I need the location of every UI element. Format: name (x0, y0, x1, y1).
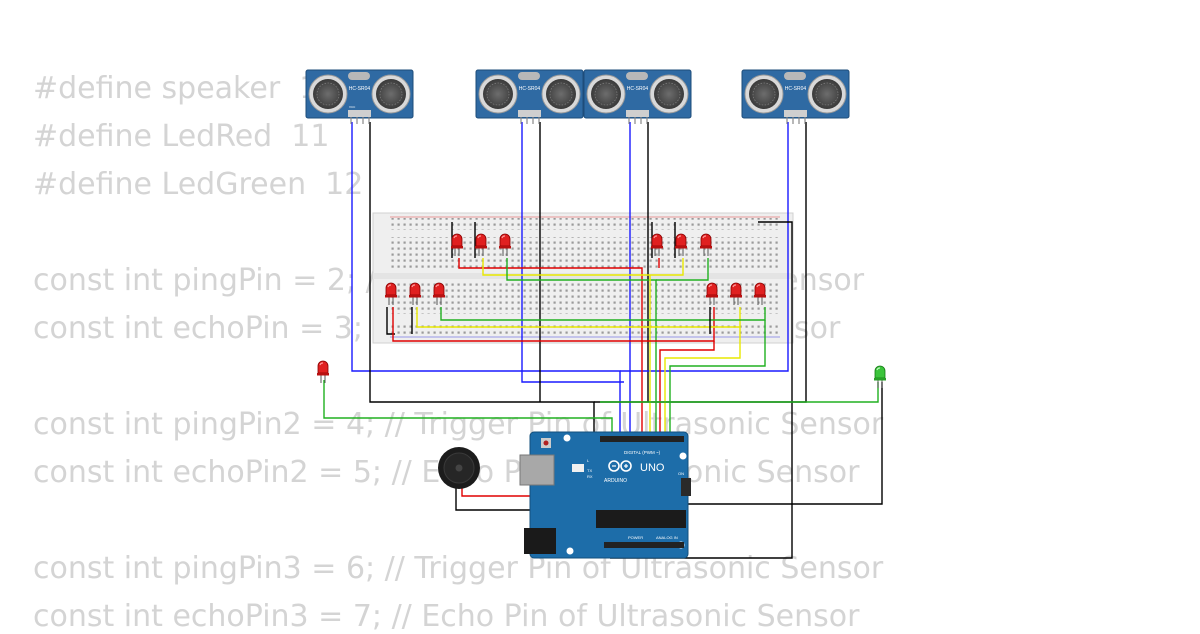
arduino-model-label: UNO (640, 462, 665, 474)
wire-blue (351, 122, 621, 438)
wire-blue (521, 122, 624, 383)
code-line: #define LedRed 11 (33, 119, 330, 154)
wire-green (656, 258, 709, 281)
wire-red (458, 258, 643, 440)
wire-yellow (416, 307, 741, 328)
code-line: #define LedGreen 12 (33, 167, 364, 202)
sensor-label: HC-SR04 (627, 86, 649, 92)
arduino-rx-label: RX (587, 474, 593, 479)
wire-black (369, 122, 595, 440)
wire-green (600, 382, 879, 403)
buzzer (438, 447, 480, 489)
wire-green (506, 258, 657, 440)
wire-yellow (482, 258, 650, 276)
wire-red (659, 341, 715, 440)
arduino-power-label: POWER (628, 535, 643, 540)
arduino-uno: UNO ARDUINO DIGITAL (PWM ~) POWER ANALOG… (519, 431, 691, 559)
arduino-brand-label: ARDUINO (604, 478, 627, 484)
wire-yellow (649, 258, 684, 440)
code-line: const int pingPin3 = 6; // Trigger Pin o… (33, 551, 884, 586)
arduino-logo (608, 460, 632, 472)
wire-blue (620, 122, 789, 372)
wire-green (440, 307, 766, 321)
arduino-tx-label: TX (587, 468, 592, 473)
led-red-standalone (316, 360, 330, 384)
code-line: #define speaker 1 (33, 71, 319, 106)
breadboard (372, 212, 794, 344)
wire-green (669, 320, 766, 440)
arduino-on-label: ON (678, 471, 684, 476)
sensor-label: HC-SR04 (785, 86, 807, 92)
sensor-pin-label: VCC (349, 105, 356, 109)
ultrasonic-sensor-3: HC-SR04 (583, 69, 692, 124)
ultrasonic-sensor-1: HC-SR04 VCC (305, 69, 414, 124)
wire-black (610, 221, 793, 559)
code-line: const int echoPin3 = 7; // Echo Pin of U… (33, 599, 860, 634)
sensor-label: HC-SR04 (349, 86, 371, 92)
led-green-standalone (873, 365, 887, 389)
ultrasonic-sensor-4: HC-SR04 (741, 69, 850, 124)
wire-red (392, 307, 715, 342)
arduino-digital-label: DIGITAL (PWM ~) (624, 450, 661, 455)
ultrasonic-sensor-2: HC-SR04 (475, 69, 584, 124)
wire-green (323, 380, 613, 440)
arduino-analog-label: ANALOG IN (656, 535, 678, 540)
wire-yellow (664, 327, 741, 440)
code-line: const int pingPin2 = 4; // Trigger Pin o… (33, 407, 884, 442)
arduino-l-label: L (587, 458, 590, 463)
sensor-label: HC-SR04 (519, 86, 541, 92)
